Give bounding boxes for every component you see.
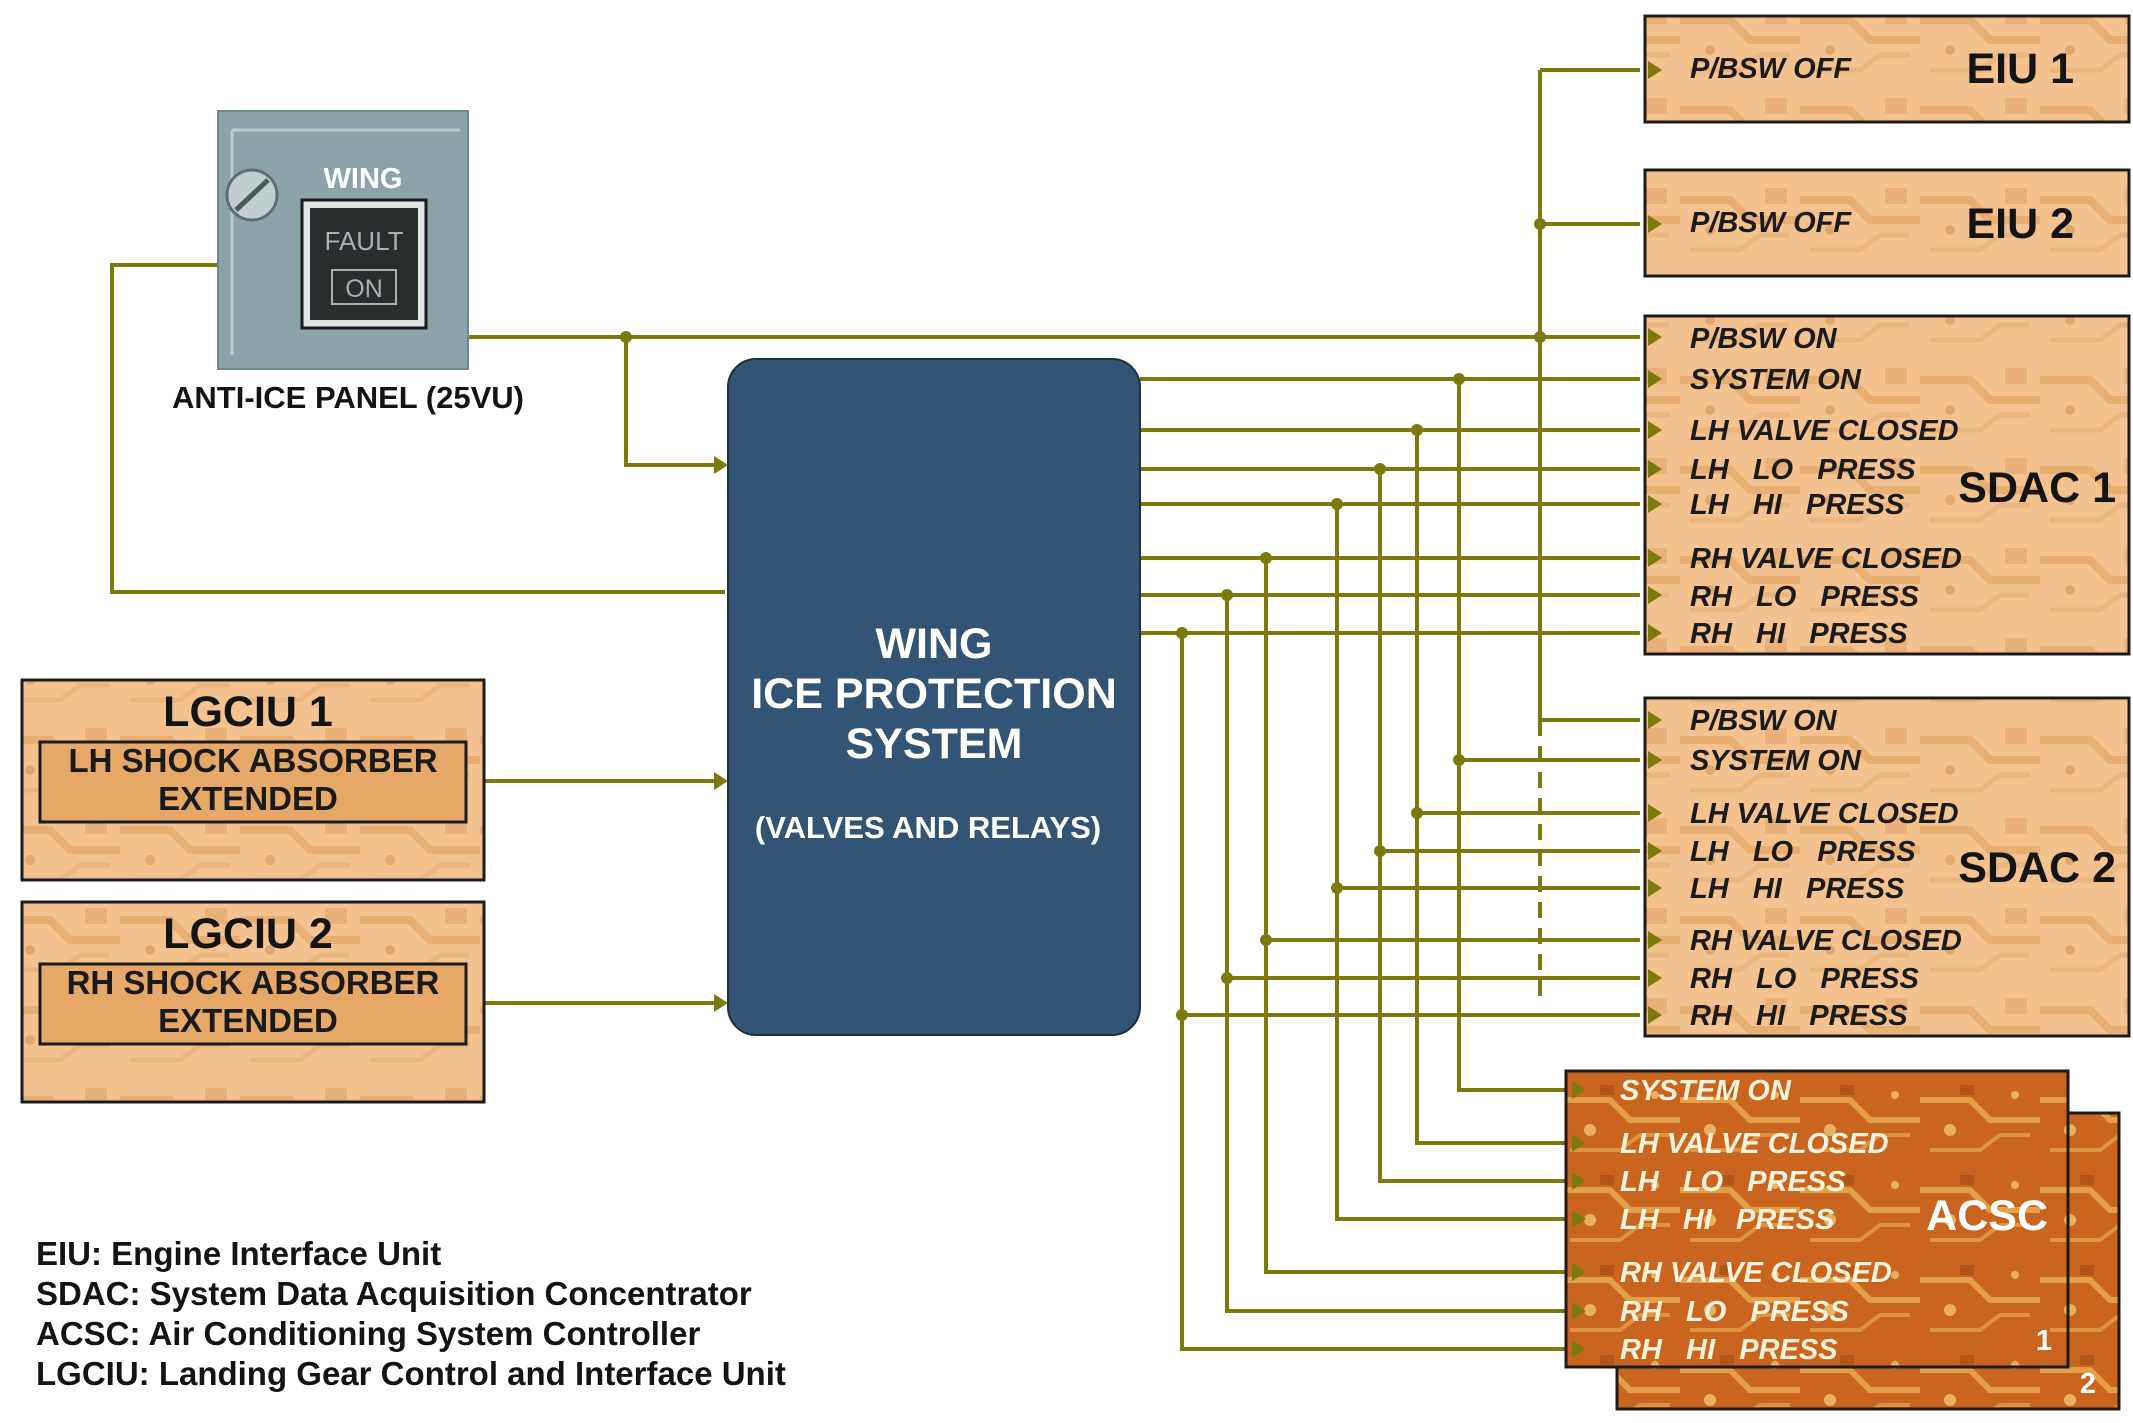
sdac-1-signal: P/BSW ON — [1690, 323, 1838, 355]
legend-item: EIU: Engine Interface Unit — [36, 1235, 441, 1272]
sdac-1-signal: LH VALVE CLOSED — [1690, 415, 1959, 447]
eiu-2-box: P/BSW OFF EIU 2 — [1643, 168, 2131, 278]
sdac-1-signal: RH VALVE CLOSED — [1690, 543, 1962, 575]
lgciu-1-signal-line1: LH SHOCK ABSORBER — [68, 742, 437, 779]
sdac-2-signal: LH HI PRESS — [1690, 873, 1905, 905]
sdac-1-signal: LH LO PRESS — [1690, 454, 1916, 486]
wing-anti-ice-pushbutton[interactable]: FAULT ON — [300, 198, 428, 330]
sdac-1-signal: RH HI PRESS — [1690, 618, 1908, 650]
sdac-2-signal: RH LO PRESS — [1690, 963, 1919, 995]
acsc-signal: LH VALVE CLOSED — [1620, 1128, 1889, 1160]
acsc-signal: RH VALVE CLOSED — [1620, 1257, 1892, 1289]
wips-subtitle: (VALVES AND RELAYS) — [755, 810, 1101, 845]
sdac-1-box: P/BSW ON SYSTEM ON LH VALVE CLOSED LH LO… — [1643, 314, 2131, 656]
legend-item: SDAC: System Data Acquisition Concentrat… — [36, 1275, 752, 1312]
sdac-1-signal: RH LO PRESS — [1690, 581, 1919, 613]
eiu-2-title: EIU 2 — [1966, 200, 2074, 248]
wire-arrowheads — [714, 61, 1662, 1358]
sdac-2-signal: RH VALVE CLOSED — [1690, 925, 1962, 957]
anti-ice-panel-caption: ANTI-ICE PANEL (25VU) — [172, 380, 524, 415]
lgciu-1-title: LGCIU 1 — [163, 688, 333, 736]
sdac-1-signal: LH HI PRESS — [1690, 489, 1905, 521]
legend-item: ACSC: Air Conditioning System Controller — [36, 1315, 700, 1352]
anti-ice-panel: WING FAULT ON — [217, 110, 469, 370]
eiu-1-box: P/BSW OFF EIU 1 — [1643, 14, 2131, 124]
sdac-2-box: P/BSW ON SYSTEM ON LH VALVE CLOSED LH LO… — [1643, 696, 2131, 1038]
sdac-2-signal: LH LO PRESS — [1690, 836, 1916, 868]
wips-title-line3: SYSTEM — [846, 720, 1023, 768]
lgciu-2-title: LGCIU 2 — [163, 910, 333, 958]
wire-junctions — [620, 218, 1546, 1021]
lgciu-2-box: LGCIU 2 RH SHOCK ABSORBER EXTENDED — [20, 900, 486, 1104]
eiu-1-title: EIU 1 — [1966, 45, 2074, 93]
screw-icon — [225, 168, 279, 222]
acsc-signal: RH HI PRESS — [1620, 1334, 1838, 1366]
acsc-signal: LH HI PRESS — [1620, 1204, 1835, 1236]
wing-ice-protection-block: WING ICE PROTECTION SYSTEM (VALVES AND R… — [727, 358, 1141, 1036]
fault-light-label: FAULT — [325, 226, 404, 256]
acsc-signal: RH LO PRESS — [1620, 1296, 1849, 1328]
lgciu-1-box: LGCIU 1 LH SHOCK ABSORBER EXTENDED — [20, 678, 486, 882]
sdac-2-signal: SYSTEM ON — [1690, 745, 1862, 777]
sdac-2-signal: P/BSW ON — [1690, 705, 1838, 737]
wips-title-line1: WING — [875, 620, 992, 668]
sdac-2-signal: RH HI PRESS — [1690, 1000, 1908, 1032]
acsc-card-1-number: 1 — [2036, 1325, 2052, 1357]
panel-wing-label: WING — [324, 163, 403, 195]
lgciu-1-signal-line2: EXTENDED — [158, 780, 338, 817]
acsc-card-1: SYSTEM ON LH VALVE CLOSED LH LO PRESS LH… — [1564, 1069, 2070, 1369]
sdac-1-signal: SYSTEM ON — [1690, 364, 1862, 396]
sdac-2-title: SDAC 2 — [1958, 844, 2116, 892]
eiu-1-signal: P/BSW OFF — [1690, 53, 1852, 85]
on-light-label: ON — [345, 275, 383, 303]
lgciu-2-signal-line2: EXTENDED — [158, 1002, 338, 1039]
legend-item: LGCIU: Landing Gear Control and Interfac… — [36, 1355, 786, 1392]
wips-title-line2: ICE PROTECTION — [751, 670, 1117, 718]
eiu-2-signal: P/BSW OFF — [1690, 207, 1852, 239]
acsc-signal: LH LO PRESS — [1620, 1166, 1846, 1198]
acsc-box: 2 SYSTEM ON LH VALVE CLOSED LH LO PRESS … — [1564, 1069, 2121, 1411]
sdac-1-title: SDAC 1 — [1958, 464, 2116, 512]
acsc-signal: SYSTEM ON — [1620, 1075, 1792, 1107]
sdac-2-signal: LH VALVE CLOSED — [1690, 798, 1959, 830]
lgciu-2-signal-line1: RH SHOCK ABSORBER — [67, 964, 440, 1001]
acsc-title: ACSC — [1926, 1192, 2048, 1240]
abbreviation-legend: EIU: Engine Interface Unit SDAC: System … — [36, 1235, 786, 1392]
acsc-card-2-number: 2 — [2080, 1368, 2096, 1400]
